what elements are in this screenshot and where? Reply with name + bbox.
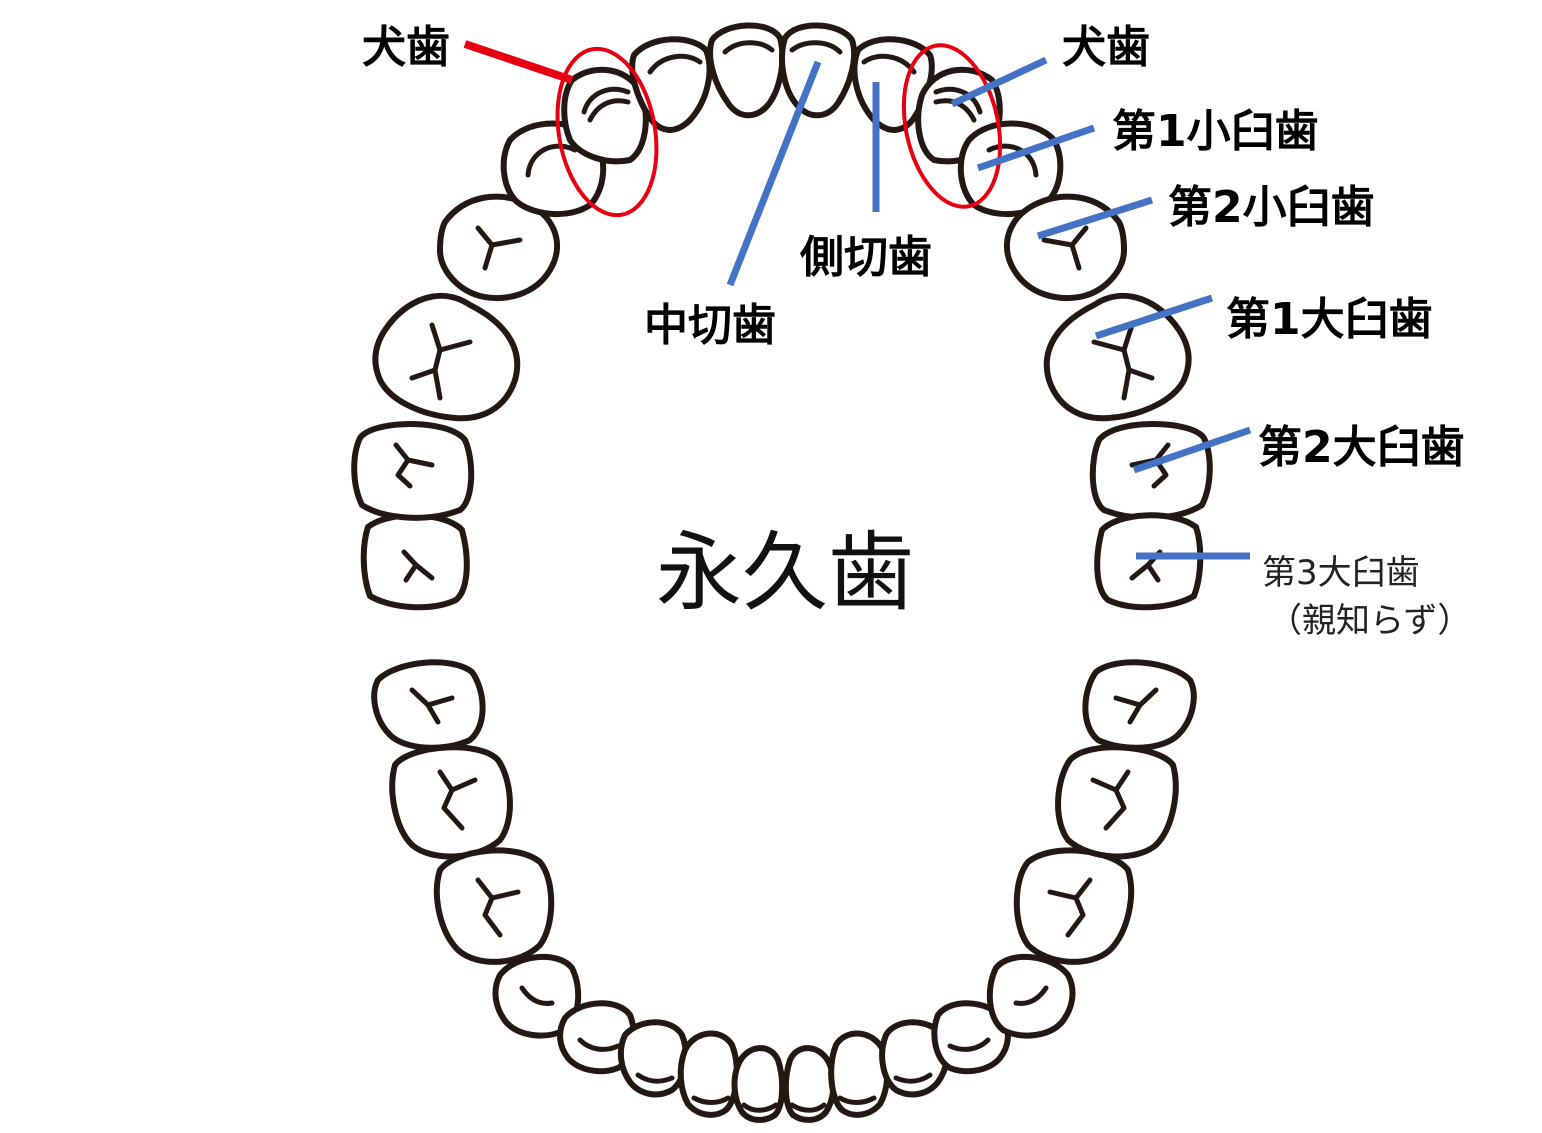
label-second-premolar: 第2小臼歯 xyxy=(1168,182,1375,233)
tooth-lower-left-first-premolar xyxy=(557,1000,637,1075)
leader-canine-right xyxy=(950,56,1048,108)
tooth-upper-right-second-molar xyxy=(1089,421,1213,521)
tooth-upper-left-canine xyxy=(561,66,649,165)
tooth-lower-right-third-molar xyxy=(1082,659,1197,751)
leader-central-incisor xyxy=(726,60,822,287)
tooth-lower-left-first-molar xyxy=(433,847,555,965)
tooth-upper-right-second-premolar xyxy=(1003,193,1127,301)
tooth-lower-left-second-molar xyxy=(389,744,513,860)
tooth-lower-left-third-molar xyxy=(371,659,486,751)
label-canine-right: 犬歯 xyxy=(1062,22,1150,73)
leader-second-premolar xyxy=(1036,196,1154,240)
tooth-upper-right-third-molar xyxy=(1094,512,1204,611)
upper-arch xyxy=(351,22,1213,611)
label-central-incisor: 中切歯 xyxy=(644,300,776,351)
tooth-lower-right-first-premolar xyxy=(931,1000,1011,1075)
tooth-upper-left-first-molar xyxy=(372,293,521,422)
label-first-molar: 第1大臼歯 xyxy=(1226,294,1433,345)
tooth-lower-left-central-incisor xyxy=(731,1045,786,1123)
leader-canine-left xyxy=(463,40,574,84)
label-first-premolar: 第1小臼歯 xyxy=(1112,106,1319,157)
tooth-lower-right-canine xyxy=(879,1019,951,1098)
diagram-title: 永久歯 xyxy=(656,523,914,623)
tooth-lower-right-second-molar xyxy=(1055,744,1179,860)
leader-first-premolar xyxy=(976,124,1096,172)
tooth-lower-left-canine xyxy=(617,1019,689,1098)
label-third-molar-note: （親知らず） xyxy=(1268,601,1471,641)
canine-highlight-left xyxy=(555,46,659,218)
tooth-lower-right-first-molar xyxy=(1013,847,1135,965)
lower-arch xyxy=(371,659,1197,1123)
leader-first-molar xyxy=(1094,294,1214,340)
label-second-molar: 第2大臼歯 xyxy=(1258,422,1465,473)
tooth-upper-left-third-molar xyxy=(360,512,470,611)
canine-highlight-right xyxy=(901,43,1003,209)
tooth-lower-right-central-incisor xyxy=(782,1045,837,1123)
tooth-lower-right-lateral-incisor xyxy=(828,1030,891,1118)
label-lateral-incisor: 側切歯 xyxy=(799,232,932,283)
tooth-upper-left-second-molar xyxy=(351,421,475,521)
label-third-molar: 第3大臼歯 xyxy=(1262,553,1420,593)
tooth-lower-right-second-premolar xyxy=(986,953,1076,1039)
tooth-lower-left-lateral-incisor xyxy=(677,1030,740,1118)
tooth-upper-left-central-incisor xyxy=(707,22,786,119)
leader-second-molar xyxy=(1132,426,1252,474)
label-canine-left: 犬歯 xyxy=(362,22,450,73)
